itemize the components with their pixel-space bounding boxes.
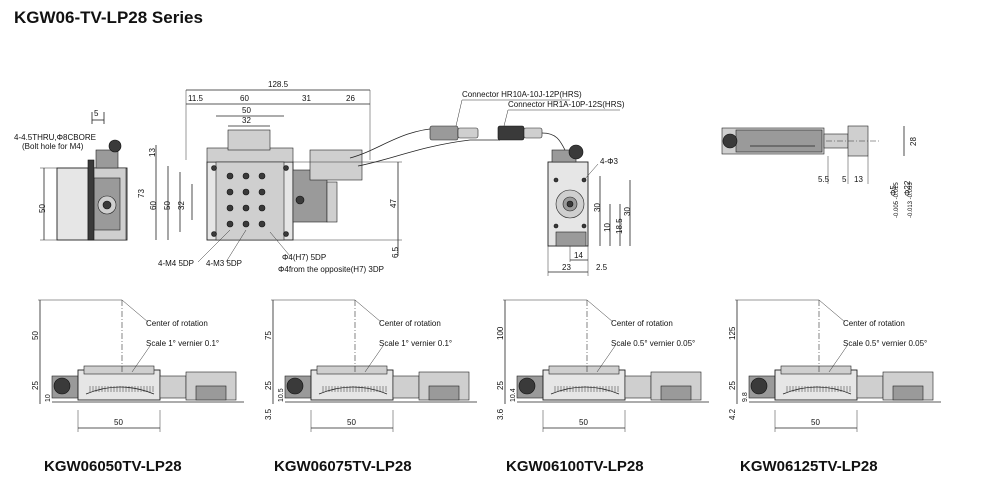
dim-d3-3: 3.6 xyxy=(496,408,505,420)
fr-dim-5-5: 5.5 xyxy=(818,175,830,184)
label-m4: 4-M4 5DP xyxy=(158,259,194,268)
label-4-holes: 4-Φ3 xyxy=(600,157,618,166)
model-name-4: KGW06125TV-LP28 xyxy=(740,458,878,475)
left-dim-50: 50 xyxy=(38,204,47,213)
scale-label-2: Scale 1° vernier 0.1° xyxy=(379,339,452,348)
fr-dim-13: 13 xyxy=(854,175,863,184)
label-connector-2: Connector HR1A-10P-12S(HRS) xyxy=(508,100,625,109)
scale-label-3: Scale 0.5° vernier 0.05° xyxy=(611,339,695,348)
center-rotation-label-3: Center of rotation xyxy=(611,319,673,328)
mount-holes xyxy=(211,165,289,237)
label-m3: 4-M3 5DP xyxy=(206,259,242,268)
page-title: KGW06-TV-LP28 Series xyxy=(14,8,203,27)
dim-d1-2: 25 xyxy=(264,381,273,390)
far-right-view: 28 5.5 5 13 Φ5 -0.005 -0.015 Φ22 -0.013 … xyxy=(721,125,918,218)
rv-dim-30-b: 30 xyxy=(623,207,632,216)
label-bolt-hole: (Bolt hole for M4) xyxy=(22,142,84,151)
rv-dim-14: 14 xyxy=(574,251,583,260)
rv-dim-30: 30 xyxy=(593,203,602,212)
dim-50-v: 50 xyxy=(163,201,172,210)
fr-dim-28: 28 xyxy=(909,137,918,146)
left-side-view: 5 50 4-4.5THRU,Φ8CBORE (Bolt hole for M4… xyxy=(14,109,128,241)
dim-31: 31 xyxy=(302,94,311,103)
dim-d2-2: 10.5 xyxy=(278,388,285,402)
width-dim-3: 50 xyxy=(579,418,588,427)
label-pin-opposite: Φ4from the opposite(H7) 3DP xyxy=(278,265,384,274)
rv-dim-23: 23 xyxy=(562,263,571,272)
height-dim-1: 50 xyxy=(31,331,40,340)
dim-d1-3: 25 xyxy=(496,381,505,390)
top-view: 128.5 11.5 60 31 26 50 32 13 73 60 50 32… xyxy=(137,80,500,274)
model-name-2: KGW06075TV-LP28 xyxy=(274,458,412,475)
scale-label-4: Scale 0.5° vernier 0.05° xyxy=(843,339,927,348)
fr-dim-phi22: Φ22 xyxy=(903,180,912,196)
height-dim-4: 125 xyxy=(728,326,737,340)
fr-dim-5: 5 xyxy=(842,175,847,184)
width-dim-2: 50 xyxy=(347,418,356,427)
height-dim-3: 100 xyxy=(496,326,505,340)
dim-13: 13 xyxy=(148,148,157,157)
dim-d3-2: 3.5 xyxy=(264,408,273,420)
model-name-3: KGW06100TV-LP28 xyxy=(506,458,644,475)
dim-d3-4: 4.2 xyxy=(728,408,737,420)
dim-128-5: 128.5 xyxy=(268,80,289,89)
dim-60: 60 xyxy=(240,94,249,103)
label-pin: Φ4(H7) 5DP xyxy=(282,253,326,262)
dim-60-v: 60 xyxy=(149,201,158,210)
dim-26: 26 xyxy=(346,94,355,103)
dim-32: 32 xyxy=(242,116,251,125)
center-rotation-label-1: Center of rotation xyxy=(146,319,208,328)
dim-11-5: 11.5 xyxy=(188,94,204,103)
width-dim-4: 50 xyxy=(811,418,820,427)
center-rotation-label-4: Center of rotation xyxy=(843,319,905,328)
model-name-1: KGW06050TV-LP28 xyxy=(44,458,182,475)
width-dim-1: 50 xyxy=(114,418,123,427)
rv-dim-18-5: 18.5 xyxy=(615,218,624,234)
right-side-view: 4-Φ3 30 10 18.5 30 14 23 2.5 xyxy=(547,144,632,276)
scale-label-1: Scale 1° vernier 0.1° xyxy=(146,339,219,348)
left-dim-5: 5 xyxy=(94,109,99,118)
dim-d1-4: 25 xyxy=(728,381,737,390)
label-connector-1: Connector HR10A-10J-12P(HRS) xyxy=(462,90,582,99)
center-rotation-label-2: Center of rotation xyxy=(379,319,441,328)
rv-dim-2-5: 2.5 xyxy=(596,263,608,272)
fr-dim-phi5: Φ5 xyxy=(889,185,898,196)
fr-tol-2: -0.013 -0.033 xyxy=(908,182,914,218)
dim-32-v: 32 xyxy=(177,201,186,210)
height-dim-2: 75 xyxy=(264,331,273,340)
dim-d2-1: 10 xyxy=(45,394,52,402)
dim-d2-3: 10.4 xyxy=(510,388,517,402)
fr-tol-1: -0.005 -0.015 xyxy=(894,182,900,218)
dim-73: 73 xyxy=(137,189,146,198)
dim-d2-4: 9.8 xyxy=(742,392,749,402)
dim-6-5: 6.5 xyxy=(391,246,400,258)
label-thru-hole: 4-4.5THRU,Φ8CBORE xyxy=(14,133,96,142)
dim-47: 47 xyxy=(389,199,398,208)
dim-50: 50 xyxy=(242,106,251,115)
rv-dim-10: 10 xyxy=(603,223,612,232)
connectors: Connector HR10A-10J-12P(HRS) Connector H… xyxy=(429,90,625,151)
dim-d1-1: 25 xyxy=(31,381,40,390)
